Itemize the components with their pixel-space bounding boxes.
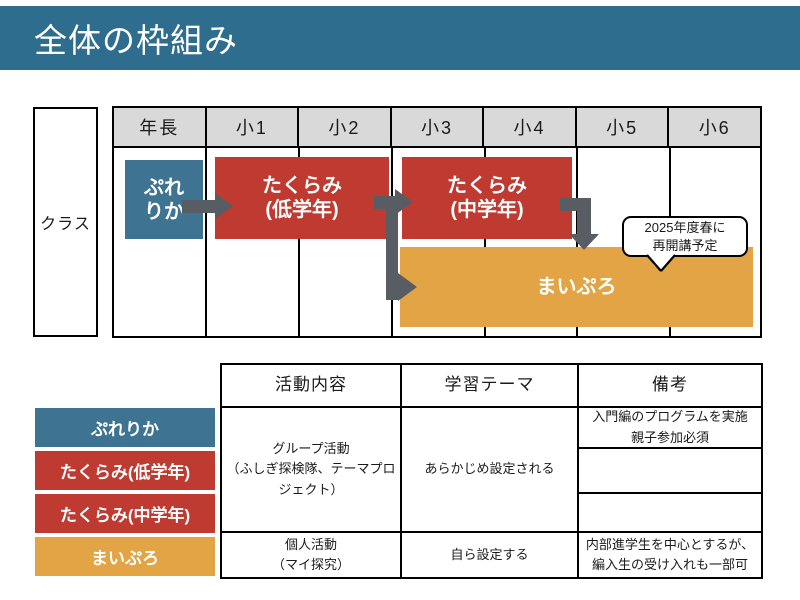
- grid-line: [205, 148, 207, 336]
- callout-pointer-icon: [646, 254, 676, 272]
- title-bar: 全体の枠組み: [0, 6, 800, 70]
- grid-line: [298, 148, 300, 336]
- cell-remarks-takurami-mid: [579, 494, 761, 531]
- cell-activity-group: グループ活動 （ふしぎ探検隊、テーマプロ ジェクト）: [222, 408, 400, 531]
- grade-cell-sho6: 小6: [669, 108, 760, 146]
- cell-remarks-purerika: 入門編のプログラムを実施 親子参加必須: [579, 408, 761, 447]
- cell-remarks-maipro: 内部進学生を中心とするが、 編入生の受け入れも一部可: [579, 533, 761, 577]
- grade-cell-nencho: 年長: [114, 108, 205, 146]
- col-header-activity: 活動内容: [222, 365, 400, 406]
- grid-line: [484, 148, 486, 336]
- info-table: 活動内容 学習テーマ 備考 グループ活動 （ふしぎ探検隊、テーマプロ ジェクト）…: [220, 363, 763, 579]
- row-label-takurami-low: たくらみ(低学年): [35, 451, 215, 490]
- cell-activity-individual: 個人活動 （マイ探究）: [222, 533, 400, 577]
- cell-remarks-takurami-low: [579, 449, 761, 492]
- grade-cell-sho3: 小3: [391, 108, 483, 146]
- col-header-theme: 学習テーマ: [402, 365, 577, 406]
- class-axis-label-box: クラス: [33, 107, 98, 337]
- bar-maipro: まいぷろ: [400, 247, 753, 327]
- grade-cell-sho2: 小2: [299, 108, 390, 146]
- callout-text: 2025年度春に 再開講予定: [644, 219, 726, 253]
- bar-takurami-low: たくらみ (低学年): [215, 157, 389, 239]
- cell-theme-individual: 自ら設定する: [402, 533, 577, 577]
- callout-bubble: 2025年度春に 再開講予定: [622, 216, 748, 272]
- row-label-takurami-mid: たくらみ(中学年): [35, 494, 215, 533]
- cell-theme-group: あらかじめ設定される: [402, 408, 577, 531]
- row-label-purerika: ぷれりか: [35, 408, 215, 447]
- col-header-remarks: 備考: [579, 365, 761, 406]
- grade-header-row: 年長 小1 小2 小3 小4 小5 小6: [112, 106, 762, 148]
- grade-cell-sho1: 小1: [206, 108, 298, 146]
- row-label-maipro: まいぷろ: [35, 537, 215, 576]
- bar-takurami-mid: たくらみ (中学年): [402, 157, 572, 239]
- class-axis-label: クラス: [40, 216, 91, 233]
- page-title: 全体の枠組み: [34, 22, 238, 59]
- grade-cell-sho4: 小4: [484, 108, 575, 146]
- grid-line: [391, 148, 393, 336]
- bar-purerika: ぷれ りか: [125, 160, 203, 239]
- grade-cell-sho5: 小5: [576, 108, 668, 146]
